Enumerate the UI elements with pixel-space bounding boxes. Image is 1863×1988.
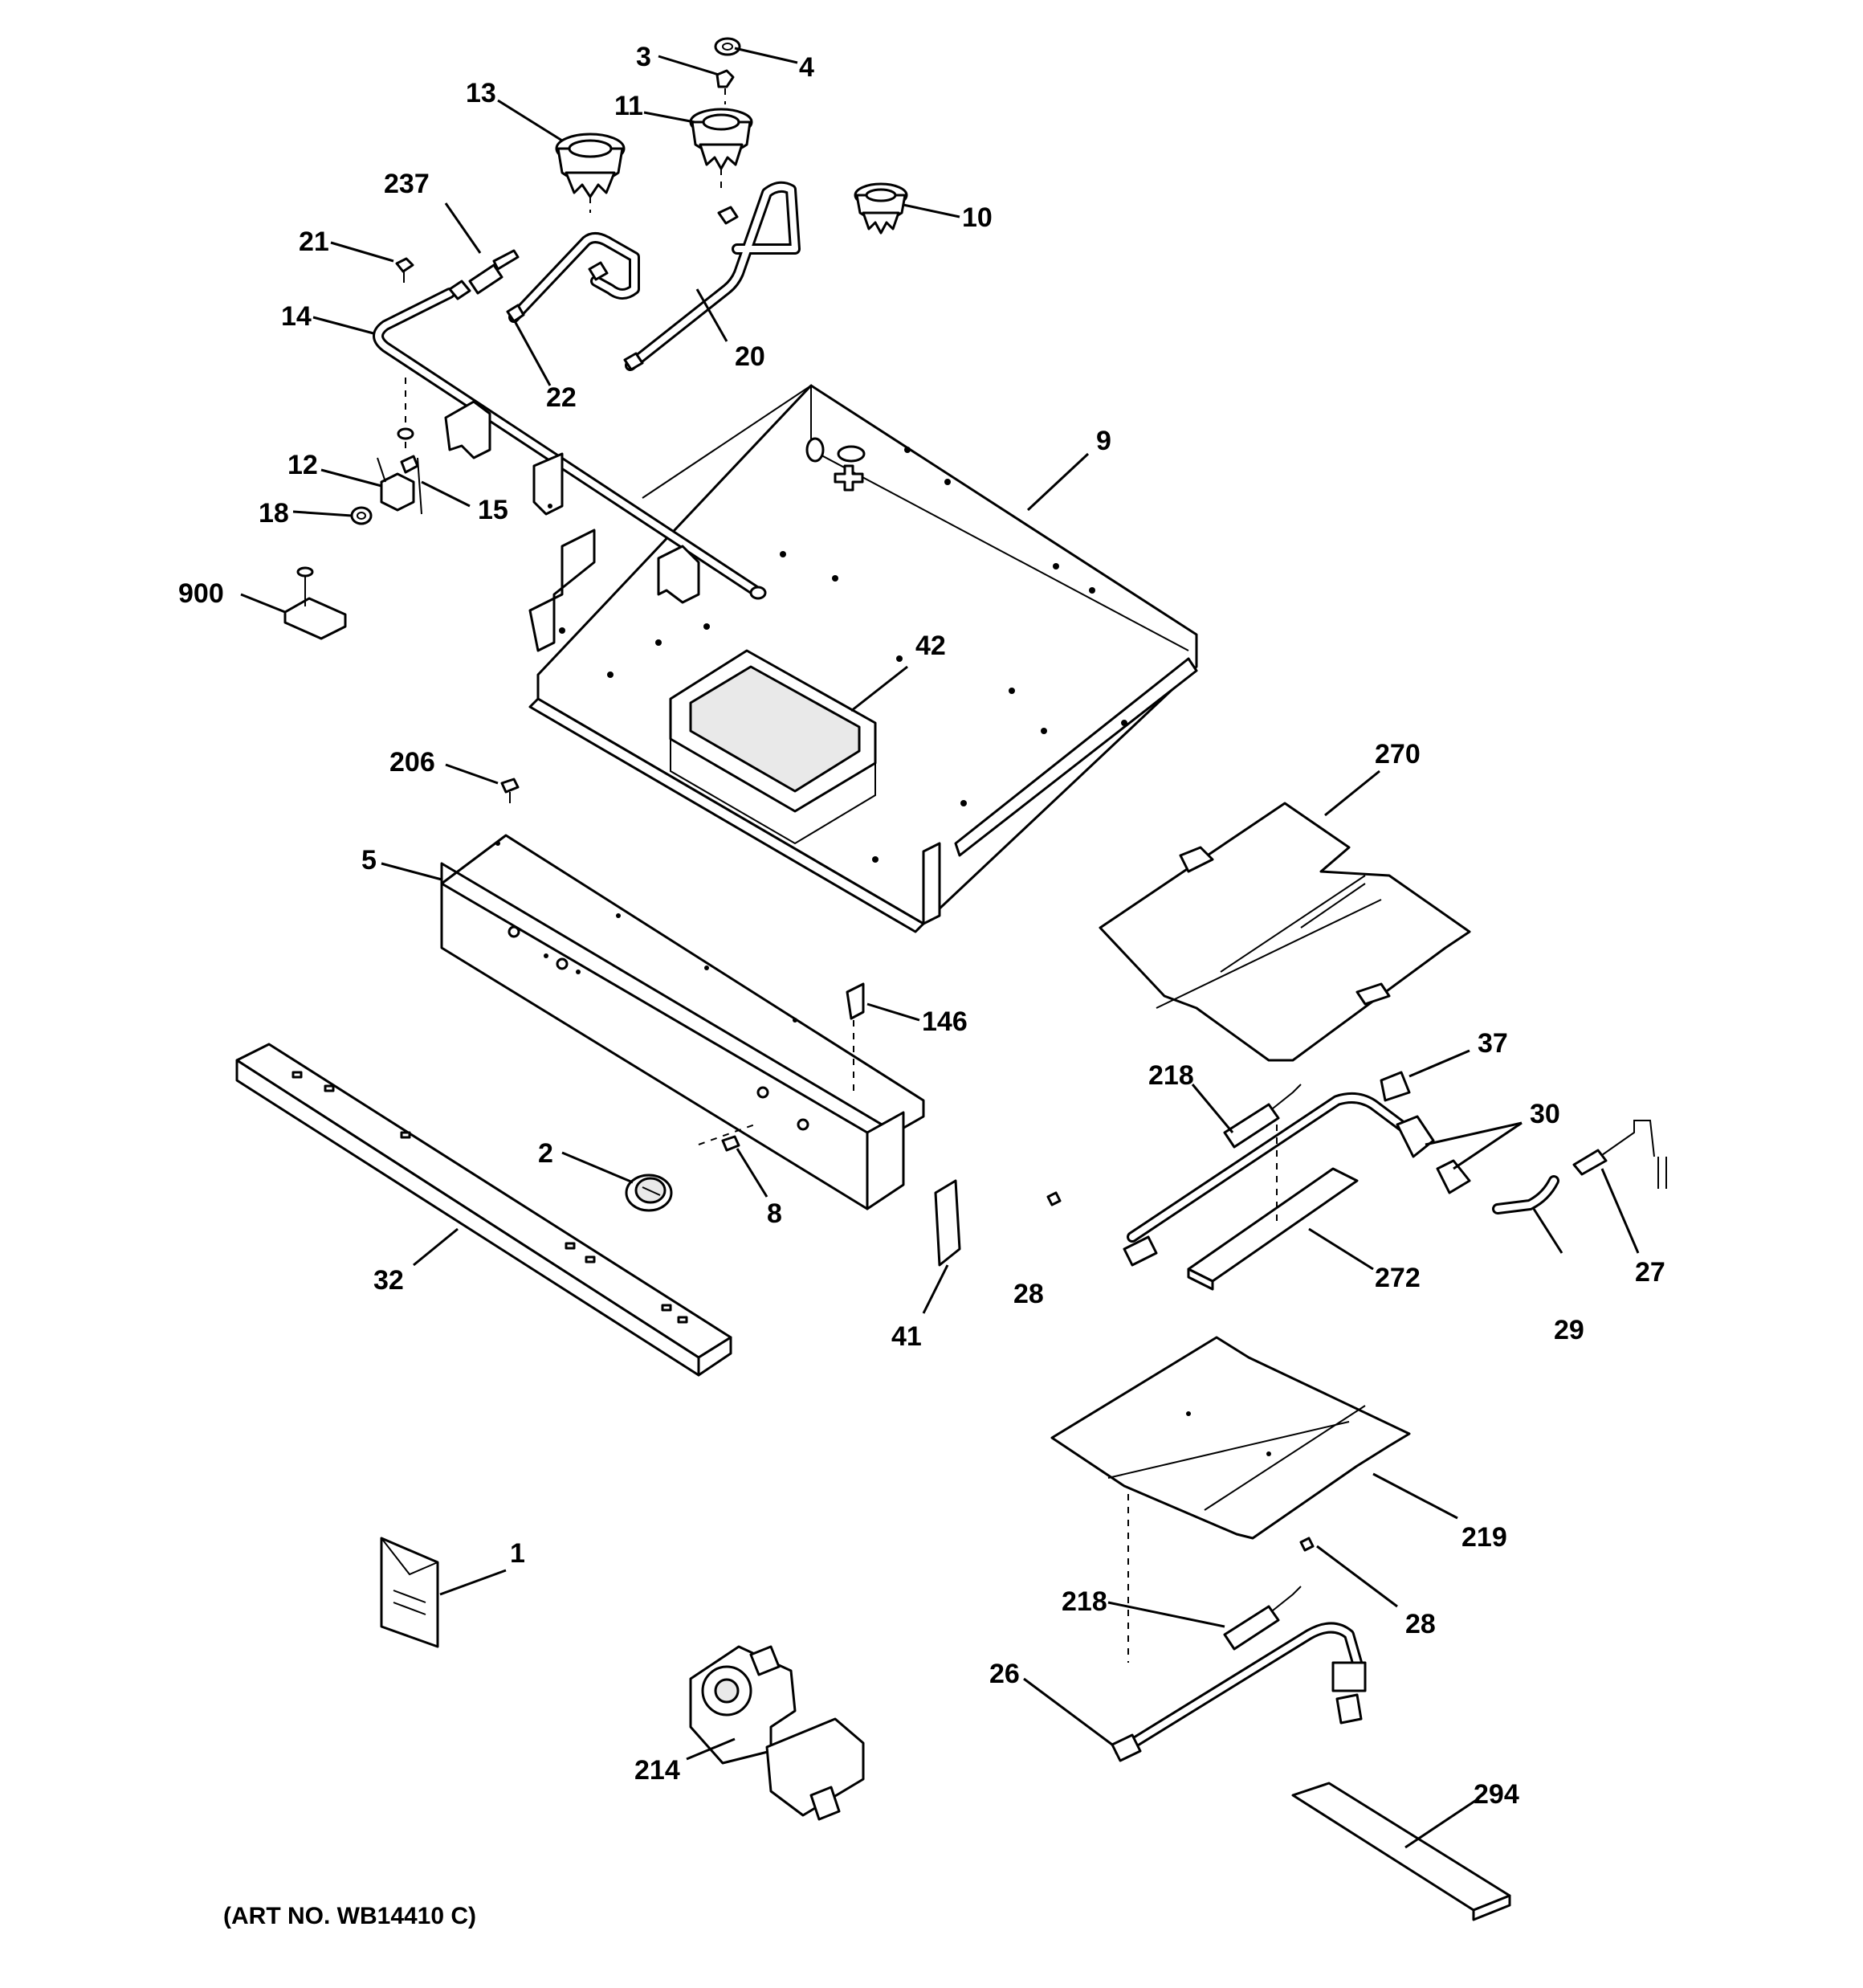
part-18-nut <box>350 506 373 525</box>
part-12-shutoff-valve <box>377 378 422 515</box>
callout-270: 270 <box>1375 739 1421 769</box>
part-206-screw <box>500 778 520 803</box>
callout-11: 11 <box>614 91 643 121</box>
callout-20: 20 <box>735 341 765 372</box>
callout-218a: 218 <box>1148 1060 1194 1091</box>
art-number-caption: (ART NO. WB14410 C) <box>223 1903 476 1929</box>
part-26-broil-burner <box>1111 1622 1367 1762</box>
part-13-burner-head <box>555 133 626 213</box>
part-900-bracket <box>283 566 347 640</box>
callout-labels: 3 4 13 11 237 10 21 14 20 22 9 12 15 18 … <box>178 42 1665 1929</box>
callout-237: 237 <box>384 169 430 199</box>
part-21-screw <box>395 257 414 283</box>
part-30-oven-burner <box>1123 1092 1471 1267</box>
callout-21: 21 <box>299 227 329 257</box>
callout-42: 42 <box>915 631 946 661</box>
part-3-orifice <box>715 69 735 104</box>
callout-29: 29 <box>1554 1315 1584 1345</box>
callout-3: 3 <box>636 42 651 72</box>
callout-272: 272 <box>1375 1263 1421 1293</box>
part-10-burner-head <box>854 182 908 235</box>
callout-13: 13 <box>466 78 496 108</box>
callout-206: 206 <box>389 747 435 778</box>
callout-30: 30 <box>1530 1099 1560 1129</box>
part-32-trim-strip <box>235 1043 732 1377</box>
part-272-flame-spreader <box>1187 1125 1359 1291</box>
part-22-burner-tube <box>506 232 640 323</box>
callout-26: 26 <box>989 1659 1020 1689</box>
part-270-shield <box>1099 802 1471 1062</box>
callout-294: 294 <box>1474 1779 1519 1810</box>
callout-4: 4 <box>799 52 814 83</box>
part-294-bracket <box>1291 1782 1511 1921</box>
callout-9: 9 <box>1096 426 1111 456</box>
part-237-fitting <box>448 249 520 300</box>
callout-18: 18 <box>259 498 289 529</box>
part-2-knob <box>625 1174 673 1212</box>
part-27-fitting <box>1572 1120 1667 1189</box>
callout-22: 22 <box>546 382 577 413</box>
callout-28b: 28 <box>1405 1609 1436 1639</box>
leader-lines <box>240 47 1640 1849</box>
callout-900: 900 <box>178 578 224 609</box>
callout-15: 15 <box>478 495 508 525</box>
callout-10: 10 <box>962 202 993 233</box>
part-14-manifold-pipe <box>373 288 767 604</box>
part-1-literature <box>380 1537 439 1648</box>
part-28-clip-upper <box>1046 1191 1062 1206</box>
part-218-igniter-lower <box>1223 1586 1302 1651</box>
part-37-bracket <box>1380 1071 1411 1102</box>
part-11-burner-head <box>689 108 753 193</box>
callout-214: 214 <box>634 1755 680 1786</box>
part-9-burner-box <box>528 384 1198 933</box>
callout-32: 32 <box>373 1265 404 1296</box>
callout-27: 27 <box>1635 1257 1665 1288</box>
callout-2: 2 <box>538 1138 553 1169</box>
callout-218b: 218 <box>1062 1586 1107 1617</box>
part-28-clip-lower <box>1299 1537 1315 1552</box>
part-219-broiler-shield <box>1050 1336 1411 1663</box>
part-146-clip <box>846 982 865 1092</box>
callout-41: 41 <box>891 1321 922 1352</box>
part-20-burner-tube <box>623 181 801 371</box>
callout-8: 8 <box>767 1198 782 1229</box>
callout-5: 5 <box>361 845 377 876</box>
part-41-cover <box>934 1179 961 1267</box>
callout-146: 146 <box>922 1006 968 1037</box>
callout-12: 12 <box>287 450 318 480</box>
callout-37: 37 <box>1478 1028 1508 1059</box>
part-218-igniter-upper <box>1223 1084 1302 1149</box>
part-4-cap <box>714 37 741 56</box>
part-29-elbow <box>1492 1175 1559 1214</box>
part-8-screw <box>698 1124 756 1152</box>
callout-219: 219 <box>1461 1522 1507 1553</box>
callout-28a: 28 <box>1013 1279 1044 1309</box>
callout-14: 14 <box>281 301 312 332</box>
part-5-manifold-panel <box>440 834 925 1210</box>
callout-1: 1 <box>510 1538 525 1569</box>
part-214-valve-assembly <box>689 1645 865 1821</box>
